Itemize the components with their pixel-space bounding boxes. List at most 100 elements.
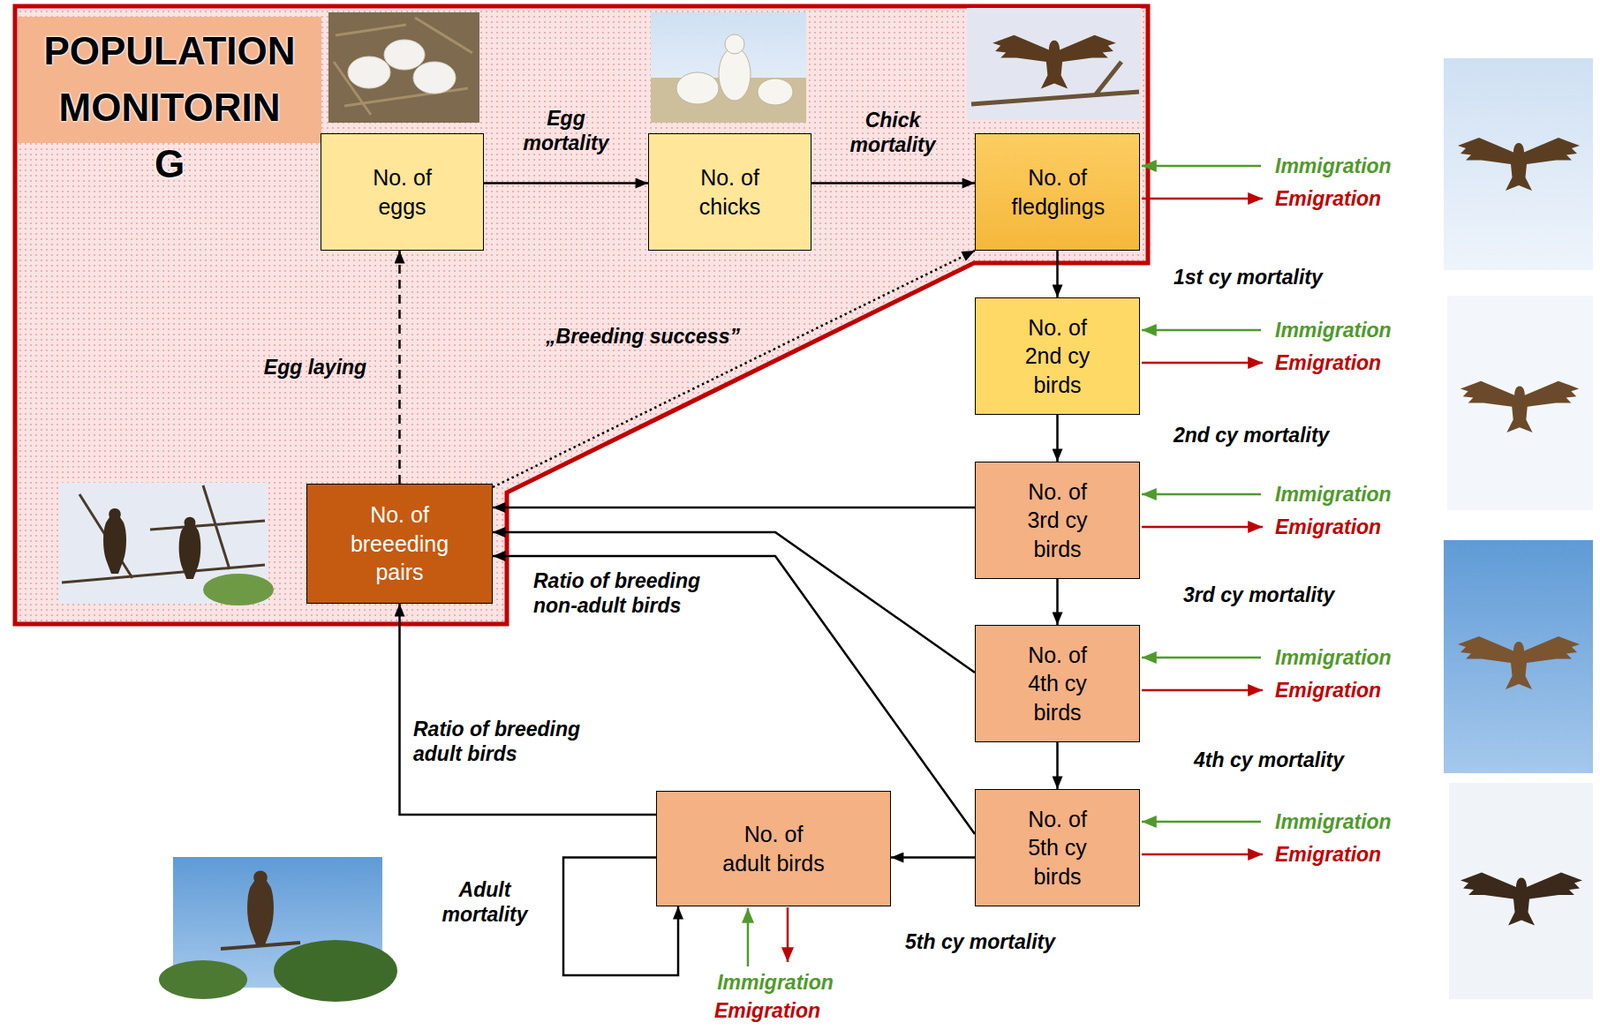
chick-head [724,34,745,54]
region-heading: POPULATION MONITORIN G [43,22,295,193]
branches [61,485,265,583]
migration-label: Immigration [1275,645,1392,671]
flow-label: Chick mortality [849,107,936,158]
stage-box: No. of breeeding pairs [306,483,493,604]
stage-box: No. of 2nd cy birds [974,297,1140,416]
eagle [1460,381,1579,433]
eagle [1457,137,1580,191]
box-label: No. of 3rd cy birds [1011,477,1104,565]
emigration-arrow [1141,526,1263,529]
flow-label: 4th cy mortality [1193,747,1344,773]
flow-arrow [811,181,975,185]
immigration-arrow [1141,165,1261,168]
box-label: No. of chicks [684,163,777,221]
photo-sky [1449,783,1593,1000]
photo-sky [1443,58,1593,271]
box-label: No. of 2nd cy birds [1011,313,1104,400]
eagle [1460,873,1583,927]
box-label: No. of breeeding pairs [342,500,458,588]
egg [384,39,425,70]
adult-photo [158,857,398,1003]
emigration-arrow [1141,362,1263,365]
photo-sky [1443,540,1593,774]
emigration-arrow [1141,197,1263,201]
eagle [1457,636,1580,690]
chicks-photo [650,12,807,123]
breeding-pair-photo [59,483,274,606]
flow-label: 3rd cy mortality [1183,582,1335,608]
eggs-photo [328,12,480,123]
migration-label: Immigration [1275,153,1392,179]
flow-arrow [1056,579,1059,626]
leaves [203,573,274,606]
stage-box: No. of chicks [648,133,812,251]
flying-eagle-photo [1443,540,1593,774]
immigration-arrow [1141,656,1261,660]
eagle [992,35,1117,90]
flow-label: Egg laying [264,354,367,380]
egg [413,61,456,94]
eagle [103,508,127,574]
flow-label: 2nd cy mortality [1173,422,1329,448]
flow-arrow [1056,415,1059,462]
emigration-arrow [786,907,790,963]
chick [676,72,719,105]
photo-sky [1447,295,1593,511]
flow-arrow [492,532,975,673]
eagle [179,517,202,580]
flow-label: Egg mortality [522,105,609,156]
stage-box: No. of 4th cy birds [974,625,1140,743]
flow-label: 5th cy mortality [905,929,1056,955]
migration-label: Emigration [1275,678,1382,703]
migration-label: Emigration [1275,350,1382,376]
migration-label: Immigration [1275,809,1392,835]
nest-twigs [333,17,473,115]
migration-label: Immigration [716,970,834,996]
flow-arrow [400,603,657,816]
title-panel: POPULATION MONITORIN G [17,16,322,144]
flow-label: Ratio of breeding non-adult birds [533,568,724,619]
eagle [247,871,274,947]
box-label: No. of fledglings [1011,163,1104,221]
flow-label: Ratio of breeding adult birds [413,716,604,767]
migration-label: Immigration [1275,482,1392,507]
tree [158,960,248,1000]
migration-label: Emigration [714,998,821,1024]
flow-label: 1st cy mortality [1173,264,1323,290]
immigration-arrow [1141,821,1261,824]
box-label: No. of adult birds [718,820,830,878]
flying-eagle-photo [1443,58,1593,271]
emigration-arrow [1141,853,1263,857]
migration-label: Emigration [1275,514,1382,540]
flow-arrow [483,181,649,185]
photo-sky [966,7,1141,121]
stage-box: No. of 3rd cy birds [974,461,1140,580]
migration-label: Immigration [1275,317,1392,343]
flow-label: „Breeding success” [545,324,740,349]
stage-box: No. of eggs [320,133,484,251]
box-label: No. of 5th cy birds [1011,805,1104,892]
fledgling-photo [966,7,1141,121]
box-label: No. of eggs [356,163,449,221]
photo-ground [328,12,480,123]
flow-arrow [492,506,975,510]
migration-label: Emigration [1275,186,1382,212]
immigration-arrow [1141,493,1261,497]
migration-label: Emigration [1275,842,1382,868]
flow-arrow [890,856,975,860]
emigration-arrow [1141,689,1263,693]
chick [718,47,751,101]
flow-label: Adult mortality [441,877,528,928]
tree [273,940,398,1003]
flying-eagle-photo [1447,295,1593,511]
stage-box: No. of fledglings [974,133,1140,251]
egg [347,56,391,89]
box-label: No. of 4th cy birds [1011,641,1104,728]
flow-arrow [1056,742,1059,790]
immigration-arrow [1141,329,1261,333]
stage-box: No. of 5th cy birds [974,789,1140,907]
chick [757,78,793,106]
photo-sky [650,12,807,123]
flying-eagle-photo [1449,783,1593,1000]
immigration-arrow [747,908,750,967]
